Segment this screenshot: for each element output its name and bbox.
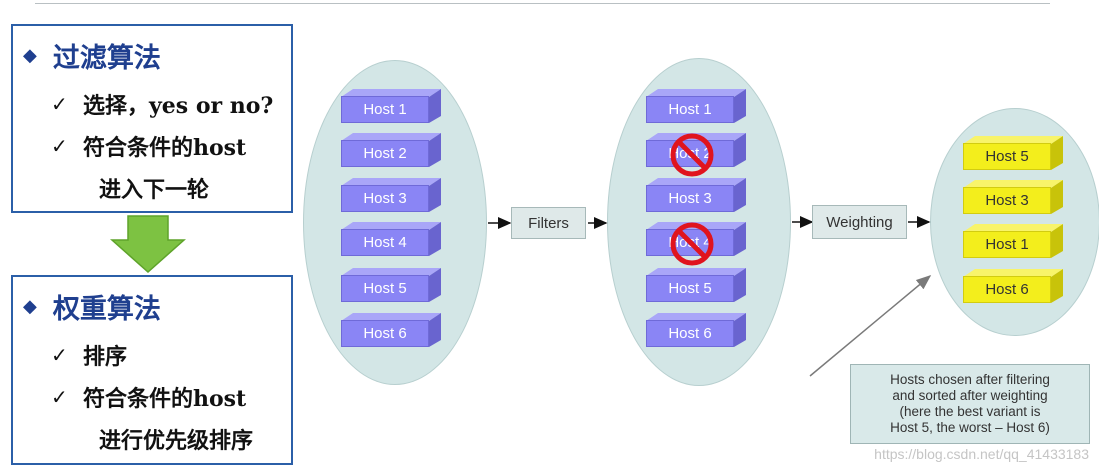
filtered-host-block: Host 6 <box>646 313 746 347</box>
host-block: Host 2 <box>341 133 441 167</box>
diamond-icon: ◆ <box>23 296 37 317</box>
ranked-host-block: Host 6 <box>963 269 1063 303</box>
filtered-host-block: Host 5 <box>646 268 746 302</box>
host-block: Host 1 <box>341 89 441 123</box>
weighting-algorithm-panel: ◆ 权重算法 ✓ 排序 ✓ 符合条件的host 进行优先级排序 <box>11 275 293 465</box>
ranked-host-block: Host 1 <box>963 224 1063 258</box>
check-icon: ✓ <box>51 134 68 158</box>
no-entry-icon <box>670 222 714 266</box>
check-icon: ✓ <box>51 343 68 367</box>
weighting-step: Weighting <box>812 205 907 239</box>
filtered-host-block: Host 1 <box>646 89 746 123</box>
ranked-host-block: Host 5 <box>963 136 1063 170</box>
ranked-host-block: Host 3 <box>963 180 1063 214</box>
check-icon: ✓ <box>51 385 68 409</box>
host-block: Host 4 <box>341 222 441 256</box>
host-block: Host 5 <box>341 268 441 302</box>
result-note: Hosts chosen after filtering and sorted … <box>850 364 1090 444</box>
filter-algorithm-panel: ◆ 过滤算法 ✓ 选择，yes or no? ✓ 符合条件的host 进入下一轮 <box>11 24 293 213</box>
filter-item-1: ✓ 选择，yes or no? <box>51 92 274 119</box>
filter-algorithm-title: ◆ 过滤算法 <box>23 43 161 74</box>
no-entry-icon <box>670 133 714 177</box>
down-arrow-icon <box>110 215 186 274</box>
note-pointer <box>809 275 932 377</box>
filtered-host-block: Host 3 <box>646 178 746 212</box>
weighting-item-1: ✓ 排序 <box>51 343 128 370</box>
check-icon: ✓ <box>51 92 68 116</box>
filters-step: Filters <box>511 207 586 239</box>
weighting-item-2-continuation: 进行优先级排序 <box>99 428 254 454</box>
weighting-item-2: ✓ 符合条件的host <box>51 385 247 412</box>
watermark: https://blog.csdn.net/qq_41433183 <box>874 446 1089 462</box>
diamond-icon: ◆ <box>23 45 37 66</box>
filter-item-2: ✓ 符合条件的host <box>51 134 247 161</box>
host-block: Host 3 <box>341 178 441 212</box>
top-rule <box>35 3 1050 4</box>
filter-item-2-continuation: 进入下一轮 <box>99 177 210 203</box>
host-block: Host 6 <box>341 313 441 347</box>
weighting-algorithm-title: ◆ 权重算法 <box>23 294 161 325</box>
